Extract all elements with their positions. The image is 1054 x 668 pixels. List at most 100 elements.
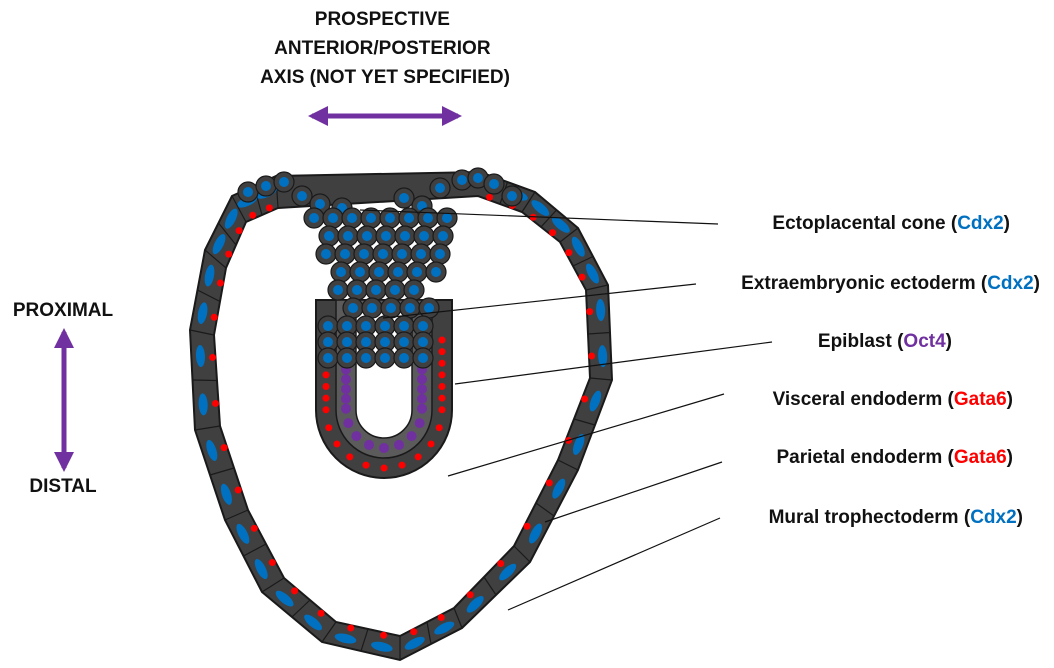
cdx2-nucleus <box>362 231 372 241</box>
epiblast-cell <box>407 431 417 441</box>
parietal-endoderm-cell <box>211 314 218 321</box>
visceral-endoderm-cell <box>346 453 353 460</box>
distal-label: DISTAL <box>29 476 97 497</box>
epiblast-cell <box>417 404 427 414</box>
parietal-endoderm-cell <box>549 229 556 236</box>
cdx2-nucleus <box>399 193 409 203</box>
parietal-endoderm-cell <box>249 212 256 219</box>
cdx2-nucleus <box>361 337 371 347</box>
visceral-endoderm-cell <box>323 395 330 402</box>
parietal-endoderm-cell <box>251 525 258 532</box>
cdx2-nucleus <box>431 267 441 277</box>
cdx2-nucleus <box>336 267 346 277</box>
cdx2-nucleus <box>342 353 352 363</box>
cdx2-nucleus <box>361 353 371 363</box>
visceral-endoderm-cell <box>381 465 388 472</box>
cdx2-nucleus <box>309 213 319 223</box>
cdx2-nucleus <box>380 337 390 347</box>
parietal-endoderm-cell <box>318 610 325 617</box>
parietal-endoderm-cell <box>209 354 216 361</box>
visceral-endoderm-cell <box>436 424 443 431</box>
label-ectoplacental-cone: Ectoplacental cone (Cdx2) <box>772 213 1010 234</box>
cdx2-nucleus <box>352 285 362 295</box>
cdx2-nucleus <box>243 187 253 197</box>
visceral-endoderm-cell <box>439 348 446 355</box>
visceral-endoderm-cell <box>323 371 330 378</box>
parietal-endoderm-cell <box>579 274 586 281</box>
parietal-endoderm-cell <box>546 479 553 486</box>
top-axis-line-3: AXIS (NOT YET SPECIFIED) <box>260 67 510 88</box>
cdx2-nucleus <box>333 285 343 295</box>
parietal-endoderm-cell <box>212 400 219 407</box>
cdx2-nucleus <box>324 231 334 241</box>
visceral-endoderm-cell <box>325 424 332 431</box>
cdx2-nucleus <box>393 267 403 277</box>
cdx2-nucleus <box>399 321 409 331</box>
parietal-endoderm-cell <box>347 625 354 632</box>
parietal-endoderm-cell <box>291 587 298 594</box>
label-visceral-endoderm: Visceral endoderm (Gata6) <box>773 389 1013 410</box>
parietal-endoderm-cell <box>269 559 276 566</box>
top-axis-line-2: ANTERIOR/POSTERIOR <box>274 38 491 59</box>
cdx2-nucleus <box>419 231 429 241</box>
cdx2-nucleus <box>340 249 350 259</box>
cdx2-nucleus <box>323 321 333 331</box>
visceral-endoderm-cell <box>439 406 446 413</box>
proximal-label: PROXIMAL <box>13 300 114 321</box>
parietal-endoderm-cell <box>235 487 242 494</box>
cdx2-nucleus <box>323 337 333 347</box>
epiblast-cell <box>343 418 353 428</box>
epiblast-cell <box>341 374 351 384</box>
label-epiblast: Epiblast (Oct4) <box>818 331 952 352</box>
cdx2-nucleus <box>473 173 483 183</box>
visceral-endoderm-cell <box>323 406 330 413</box>
epiblast-cell <box>379 443 389 453</box>
cdx2-nucleus <box>342 337 352 347</box>
cdx2-nucleus <box>423 213 433 223</box>
visceral-endoderm-cell <box>428 440 435 447</box>
cdx2-nucleus <box>405 303 415 313</box>
label-extraembryonic-ectoderm: Extraembryonic ectoderm (Cdx2) <box>741 273 1040 294</box>
parietal-endoderm-cell <box>497 560 504 567</box>
cdx2-nucleus <box>381 231 391 241</box>
cdx2-nucleus <box>435 249 445 259</box>
parietal-endoderm-cell <box>581 395 588 402</box>
label-parietal-endoderm: Parietal endoderm (Gata6) <box>776 447 1013 468</box>
cdx2-nucleus <box>380 353 390 363</box>
cdx2-nucleus <box>342 321 352 331</box>
cdx2-nucleus <box>328 213 338 223</box>
epiblast-cell <box>341 404 351 414</box>
cdx2-nucleus <box>366 213 376 223</box>
parietal-endoderm-cell <box>565 249 572 256</box>
visceral-endoderm-cell <box>415 453 422 460</box>
cdx2-nucleus <box>367 303 377 313</box>
parietal-endoderm-cell <box>236 227 243 234</box>
cdx2-nucleus <box>343 231 353 241</box>
parietal-endoderm-cell <box>217 279 224 286</box>
cdx2-nucleus <box>404 213 414 223</box>
structure-labels: Ectoplacental cone (Cdx2) Extraembryonic… <box>741 213 1040 528</box>
visceral-endoderm-cell <box>439 383 446 390</box>
parietal-endoderm-cell <box>486 194 493 201</box>
parietal-endoderm-cell <box>410 628 417 635</box>
top-axis-title: PROSPECTIVE ANTERIOR/POSTERIOR AXIS (NOT… <box>260 9 510 88</box>
epiblast-cell <box>351 431 361 441</box>
cdx2-nucleus <box>323 353 333 363</box>
cell-boundary <box>193 380 218 381</box>
cdx2-nucleus <box>435 183 445 193</box>
epiblast-cell <box>364 440 374 450</box>
cdx2-nucleus <box>399 337 409 347</box>
parietal-endoderm-cell <box>524 523 531 530</box>
cdx2-nucleus <box>315 199 325 209</box>
cdx2-nucleus <box>418 353 428 363</box>
visceral-endoderm-cell <box>323 383 330 390</box>
cdx2-nucleus <box>386 303 396 313</box>
cdx2-nucleus <box>355 267 365 277</box>
cdx2-nucleus <box>457 175 467 185</box>
cdx2-nucleus <box>399 353 409 363</box>
epiblast-cell <box>341 384 351 394</box>
cdx2-nucleus <box>378 249 388 259</box>
visceral-endoderm-cell <box>363 462 370 469</box>
cdx2-nucleus <box>438 231 448 241</box>
parietal-endoderm-cell <box>438 614 445 621</box>
